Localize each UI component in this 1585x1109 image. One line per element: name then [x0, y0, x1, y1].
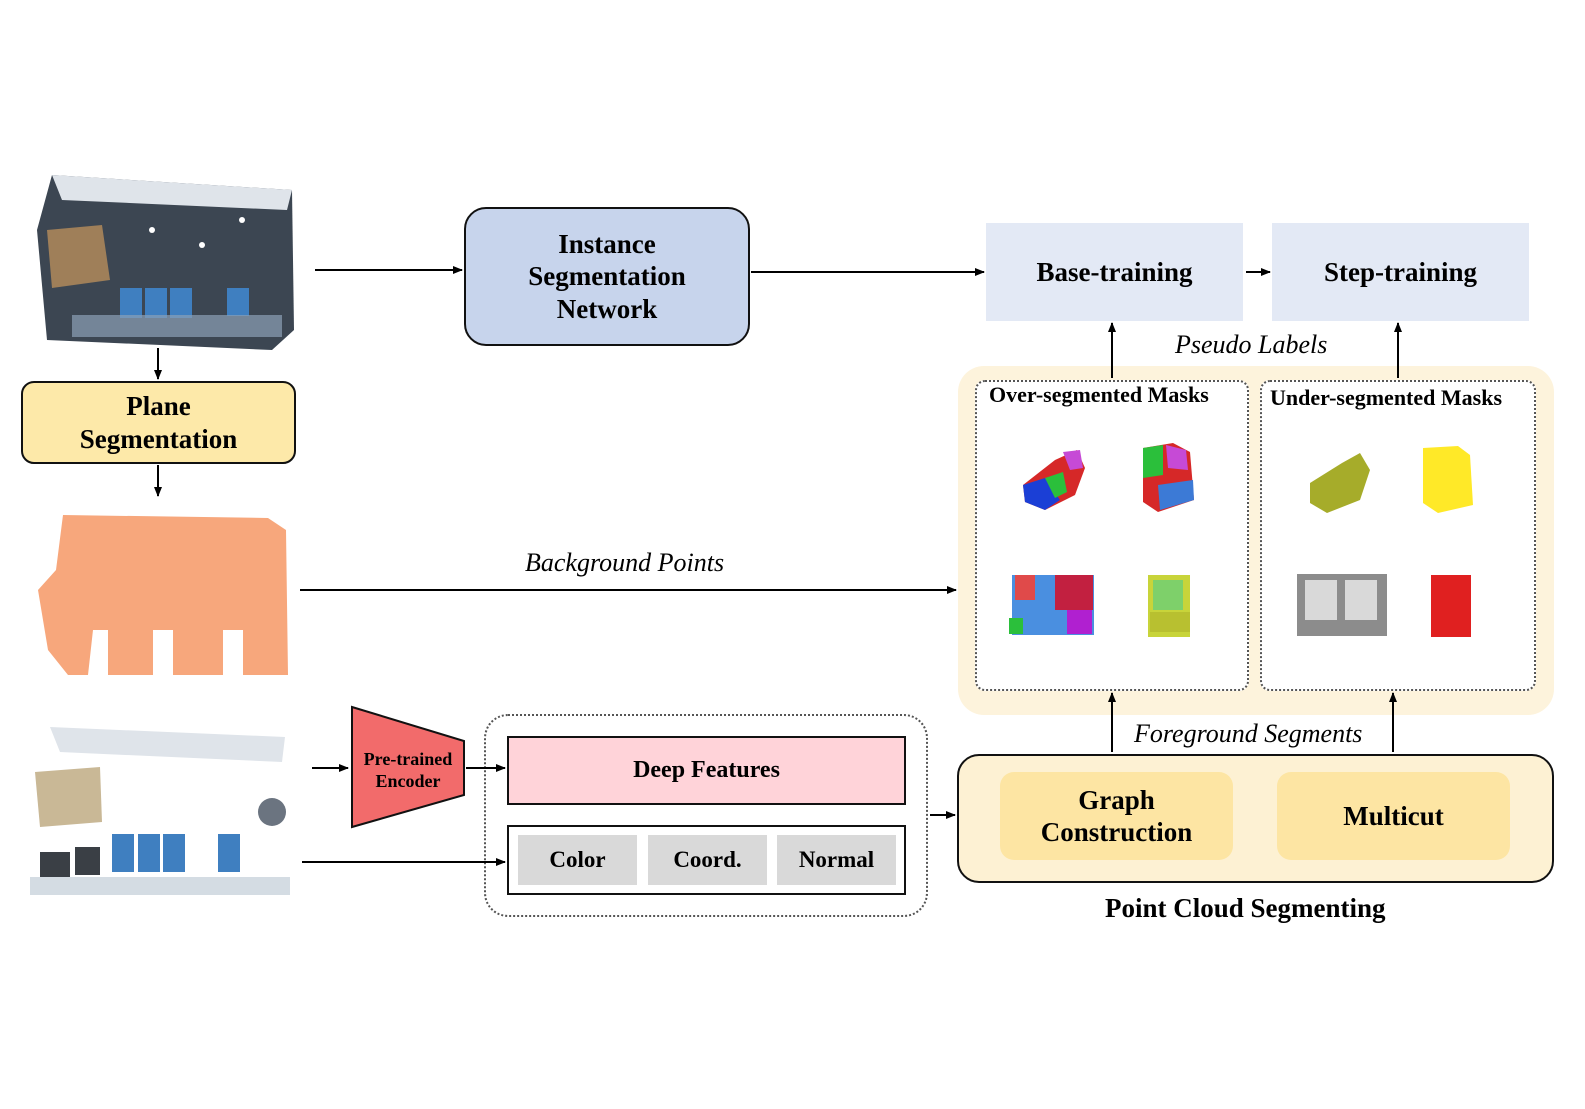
pretrained-encoder-shape — [351, 705, 465, 829]
base-training-box: Base-training — [986, 223, 1243, 321]
over-mask-sofa — [1009, 575, 1094, 635]
color-feature: Color — [518, 835, 637, 885]
graph-construction-box: Graph Construction — [1000, 772, 1233, 860]
over-segmented-masks-title: Over-segmented Masks — [989, 382, 1209, 407]
normal-feature: Normal — [777, 835, 896, 885]
foreground-scene-point-cloud — [30, 727, 290, 895]
plane-segmentation-box: Plane Segmentation — [21, 381, 296, 464]
under-mask-chair-2 — [1423, 446, 1473, 513]
over-mask-chair-2 — [1143, 443, 1194, 512]
background-points-label: Background Points — [525, 548, 725, 577]
foreground-segments-label: Foreground Segments — [1134, 719, 1363, 748]
under-mask-chair-3 — [1431, 575, 1471, 637]
pretrained-encoder-label: Pre-trained Encoder — [363, 749, 453, 791]
pseudo-labels-label: Pseudo Labels — [1175, 330, 1328, 359]
point-cloud-segmenting-title: Point Cloud Segmenting — [1105, 893, 1386, 923]
features-group — [484, 714, 928, 917]
instance-segmentation-network-box: Instance Segmentation Network — [464, 207, 750, 346]
step-training-box: Step-training — [1272, 223, 1529, 321]
under-mask-sofa — [1297, 574, 1387, 636]
deep-features-box: Deep Features — [507, 736, 906, 805]
under-segmented-masks-title: Under-segmented Masks — [1270, 385, 1502, 410]
over-mask-chair-3 — [1148, 575, 1190, 637]
coord-feature: Coord. — [648, 835, 767, 885]
under-segmented-masks-panel — [1260, 380, 1536, 691]
over-mask-chair-1 — [1023, 450, 1085, 510]
multicut-box: Multicut — [1277, 772, 1510, 860]
under-mask-chair-1 — [1310, 453, 1370, 513]
background-points-cloud — [38, 515, 288, 675]
over-segmented-masks-panel — [975, 380, 1249, 691]
input-scene-point-cloud — [37, 175, 294, 350]
